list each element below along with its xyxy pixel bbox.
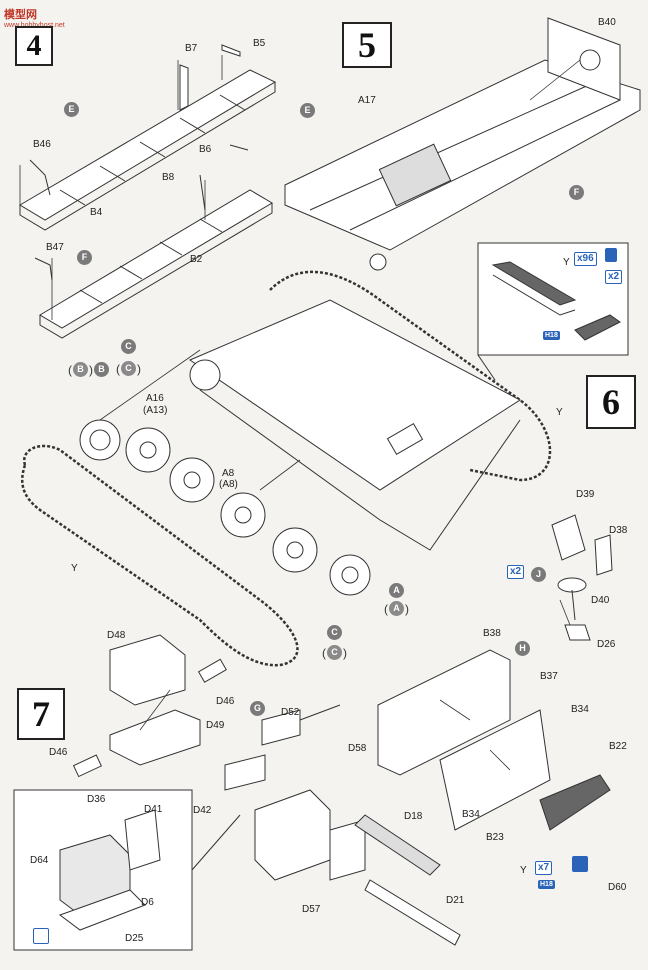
- part-label-b47: B47: [46, 242, 64, 253]
- transmission-drawing: [72, 634, 341, 791]
- part-label-d25: D25: [125, 933, 144, 944]
- part-label-d60: D60: [608, 882, 627, 893]
- part-label-b4: B4: [90, 207, 103, 218]
- callout-a-paren: A: [384, 601, 409, 616]
- part-label-d46-b: D46: [49, 747, 68, 758]
- part-label-d39: D39: [576, 489, 595, 500]
- callout-j: J: [531, 567, 546, 582]
- part-label-b46: B46: [33, 139, 51, 150]
- callout-g: G: [250, 701, 265, 716]
- color-ref-badge-top: H18: [543, 331, 560, 340]
- part-label-b37: B37: [540, 671, 558, 682]
- color-ref-badge-bottom: H18: [538, 880, 555, 889]
- fender-b2-drawing: [34, 144, 273, 339]
- part-label-d46-a: D46: [216, 696, 235, 707]
- paint-brush-icon: [33, 928, 49, 944]
- part-label-d58: D58: [348, 743, 367, 754]
- callout-a: A: [389, 583, 404, 598]
- callout-c-bottom-paren: C: [322, 645, 347, 660]
- part-label-d26: D26: [597, 639, 616, 650]
- part-label-a13: (A13): [143, 405, 168, 416]
- step-4-box: 4: [15, 26, 53, 66]
- engine-block-drawing: [254, 789, 366, 881]
- step-7-box: 7: [17, 688, 65, 740]
- part-label-b34-b: B34: [462, 809, 480, 820]
- part-label-b22: B22: [609, 741, 627, 752]
- part-label-d18: D18: [404, 811, 423, 822]
- part-label-d38: D38: [609, 525, 628, 536]
- part-label-a8-paren: (A8): [219, 479, 238, 490]
- rear-plate-drawing: [354, 649, 611, 946]
- part-label-b23: B23: [486, 832, 504, 843]
- part-label-y-rear: Y: [520, 865, 527, 876]
- part-label-d6: D6: [141, 897, 154, 908]
- part-label-y-track: Y: [71, 563, 78, 574]
- part-label-d48: D48: [107, 630, 126, 641]
- leader-lines: [19, 55, 581, 771]
- part-label-d40: D40: [591, 595, 610, 606]
- part-label-a17: A17: [358, 95, 376, 106]
- callout-b: B: [94, 362, 109, 377]
- part-label-b5: B5: [253, 38, 266, 49]
- part-label-d49: D49: [206, 720, 225, 731]
- part-label-y-hull: Y: [556, 407, 563, 418]
- part-label-d52: D52: [281, 707, 300, 718]
- glue-drop-icon: [605, 248, 617, 262]
- quantity-badge-x2-top: x2: [605, 270, 623, 284]
- hull-step5-drawing: [284, 17, 641, 271]
- part-label-d41: D41: [144, 804, 163, 815]
- callout-h: H: [515, 641, 530, 656]
- quantity-badge-x96: x96: [574, 252, 597, 266]
- part-label-d64: D64: [30, 855, 49, 866]
- road-wheels-drawing: [79, 359, 371, 596]
- part-label-a16: A16: [146, 393, 164, 404]
- part-label-d36: D36: [87, 794, 106, 805]
- callout-b-paren: B: [68, 362, 93, 377]
- callout-f-step5: F: [569, 185, 584, 200]
- part-label-d21: D21: [446, 895, 465, 906]
- quantity-badge-x7: x7: [535, 861, 553, 875]
- watermark-title: 模型网: [4, 9, 37, 21]
- part-label-b8: B8: [162, 172, 175, 183]
- step-6-box: 6: [586, 375, 636, 429]
- quantity-badge-x2-j: x2: [507, 565, 525, 579]
- callout-c-bottom: C: [327, 625, 342, 640]
- watermark-logo: 模型网 www.hobbyhost.net: [4, 6, 65, 29]
- watermark-url: www.hobbyhost.net: [4, 22, 65, 29]
- track-inset-drawing: [477, 242, 629, 381]
- callout-e-step4: E: [64, 102, 79, 117]
- callout-c-top-paren: C: [116, 361, 141, 376]
- part-label-b34-a: B34: [571, 704, 589, 715]
- callout-f-step4: F: [77, 250, 92, 265]
- callout-e-step5: E: [300, 103, 315, 118]
- part-label-b38: B38: [483, 628, 501, 639]
- track-loops-drawing: [21, 270, 552, 667]
- part-label-b2: B2: [190, 254, 203, 265]
- part-label-b6: B6: [199, 144, 212, 155]
- part-label-b40: B40: [598, 17, 616, 28]
- part-label-d42: D42: [193, 805, 212, 816]
- step7-inset-drawing: [13, 789, 241, 951]
- vision-block-drawing: [551, 514, 613, 641]
- fender-b4-drawing: [19, 44, 277, 231]
- cement-bottle-icon: [572, 856, 588, 872]
- step-5-box: 5: [342, 22, 392, 68]
- part-label-a8: A8: [222, 468, 235, 479]
- part-label-y-inset: Y: [563, 257, 570, 268]
- callout-c-top: C: [121, 339, 136, 354]
- hull-step6-drawing: [188, 299, 521, 551]
- part-label-d57: D57: [302, 904, 321, 915]
- part-label-b7: B7: [185, 43, 198, 54]
